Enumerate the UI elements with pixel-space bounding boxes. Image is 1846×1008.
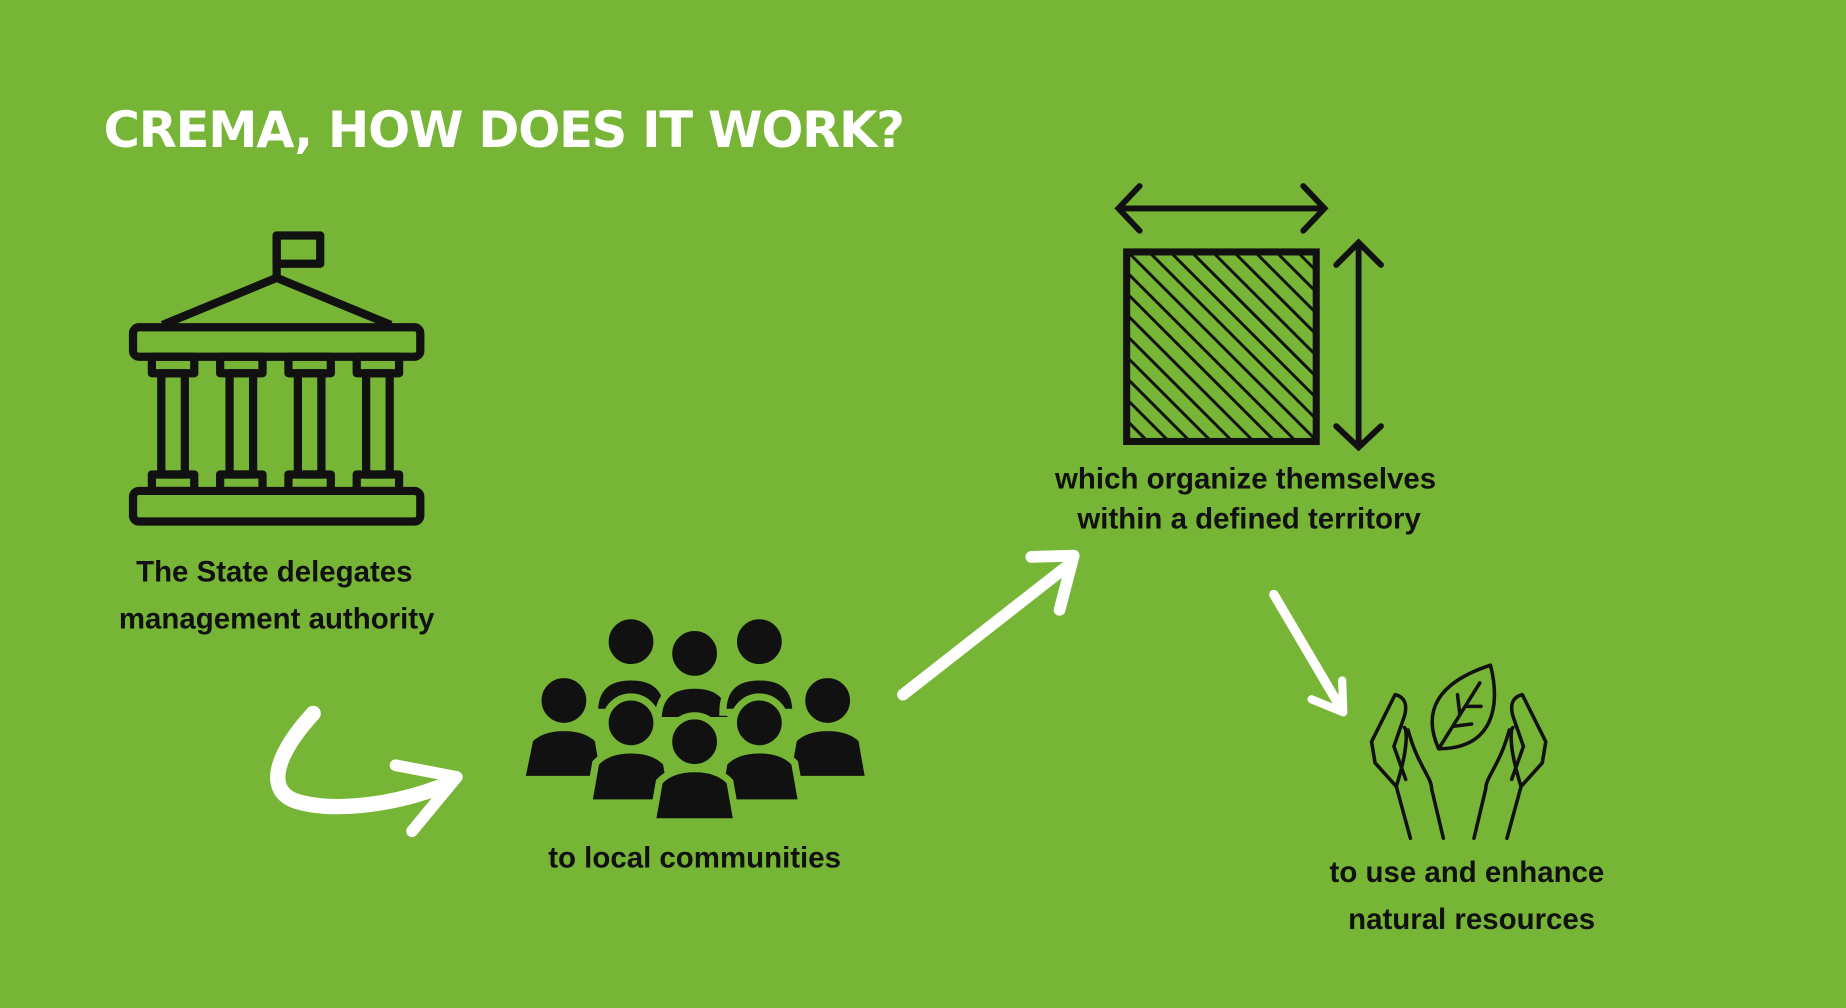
- arrow-down-right-icon: [1269, 589, 1348, 717]
- step-3-line-1: which organize themselves: [1055, 462, 1437, 496]
- hatch-line: [1126, 291, 1277, 442]
- hatch-line: [1147, 251, 1317, 422]
- step-2-line-1: to local communities: [548, 841, 841, 875]
- page-title: CREMA, HOW DOES IT WORK?: [103, 101, 905, 159]
- hatch-line: [1126, 375, 1192, 442]
- community-people-icon: [517, 612, 874, 826]
- territory-area-icon: [1114, 183, 1384, 452]
- hatch-line: [1295, 251, 1317, 273]
- hatch-line: [1126, 333, 1235, 442]
- hatch-line: [1232, 251, 1317, 337]
- hatch-line: [1126, 312, 1256, 442]
- step-1-line-1: The State delegates: [136, 555, 413, 589]
- arrow-up-right-icon: [897, 549, 1080, 701]
- hatch-line: [1126, 418, 1150, 442]
- hatch-line: [1274, 251, 1317, 295]
- hatch-line: [1126, 251, 1317, 442]
- step-4-line-1: to use and enhance: [1329, 855, 1605, 889]
- hatch-line: [1189, 251, 1317, 379]
- step-1-line-2: management authority: [118, 602, 435, 636]
- hatch-line: [1126, 354, 1213, 442]
- hands-leaf-icon: [1369, 663, 1548, 841]
- step-4-line-2: natural resources: [1348, 902, 1596, 936]
- curved-arrow-icon: [270, 705, 463, 838]
- government-building-icon: [128, 231, 425, 526]
- hatch-line: [1168, 251, 1317, 401]
- step-3-line-2: within a defined territory: [1077, 502, 1421, 536]
- hatch-line: [1253, 251, 1317, 316]
- hatch-line: [1211, 251, 1317, 358]
- hatch-line: [1126, 269, 1298, 442]
- hatch-line: [1126, 397, 1171, 442]
- hatch-line: [1126, 439, 1129, 442]
